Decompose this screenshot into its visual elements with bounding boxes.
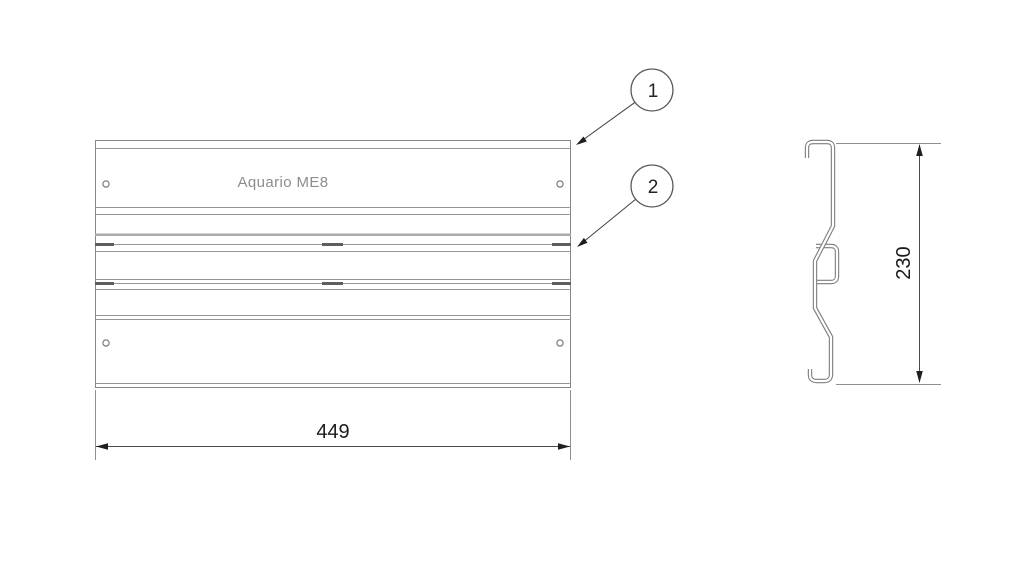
callout-number: 1 — [648, 81, 659, 102]
leader-arrow — [576, 136, 587, 145]
part-label: Aquario ME8 — [237, 174, 328, 191]
width-dimension: 449 — [95, 390, 571, 460]
sheet-profile — [804, 139, 836, 384]
mounting-hole — [556, 180, 564, 188]
callout-balloon — [630, 164, 674, 208]
callout-1: 1 — [576, 68, 674, 145]
dimension-arrow-bottom — [916, 371, 923, 383]
mounting-hole — [102, 339, 110, 347]
mounting-hole — [102, 180, 110, 188]
leader-line — [577, 101, 636, 144]
callout-number: 2 — [648, 177, 659, 198]
callout-balloon — [630, 68, 674, 112]
front-view: Aquario ME8 — [95, 140, 571, 388]
sheet-profile-inner — [805, 140, 835, 383]
side-view — [804, 139, 840, 384]
clip-slot-marks — [95, 243, 571, 285]
height-dimension: 230 — [836, 143, 941, 385]
callout-2: 2 — [577, 164, 674, 247]
leader-arrow — [577, 237, 588, 247]
width-dimension-value: 449 — [316, 421, 349, 443]
dimension-arrow-left — [96, 443, 108, 450]
panel-outline — [95, 140, 571, 388]
clip-profile-inner — [816, 244, 839, 284]
dimension-arrow-right — [558, 443, 570, 450]
dimension-arrow-top — [916, 144, 923, 156]
mounting-hole — [556, 339, 564, 347]
leader-line — [578, 198, 637, 246]
height-dimension-value: 230 — [893, 246, 915, 279]
mounting-holes — [102, 180, 564, 347]
